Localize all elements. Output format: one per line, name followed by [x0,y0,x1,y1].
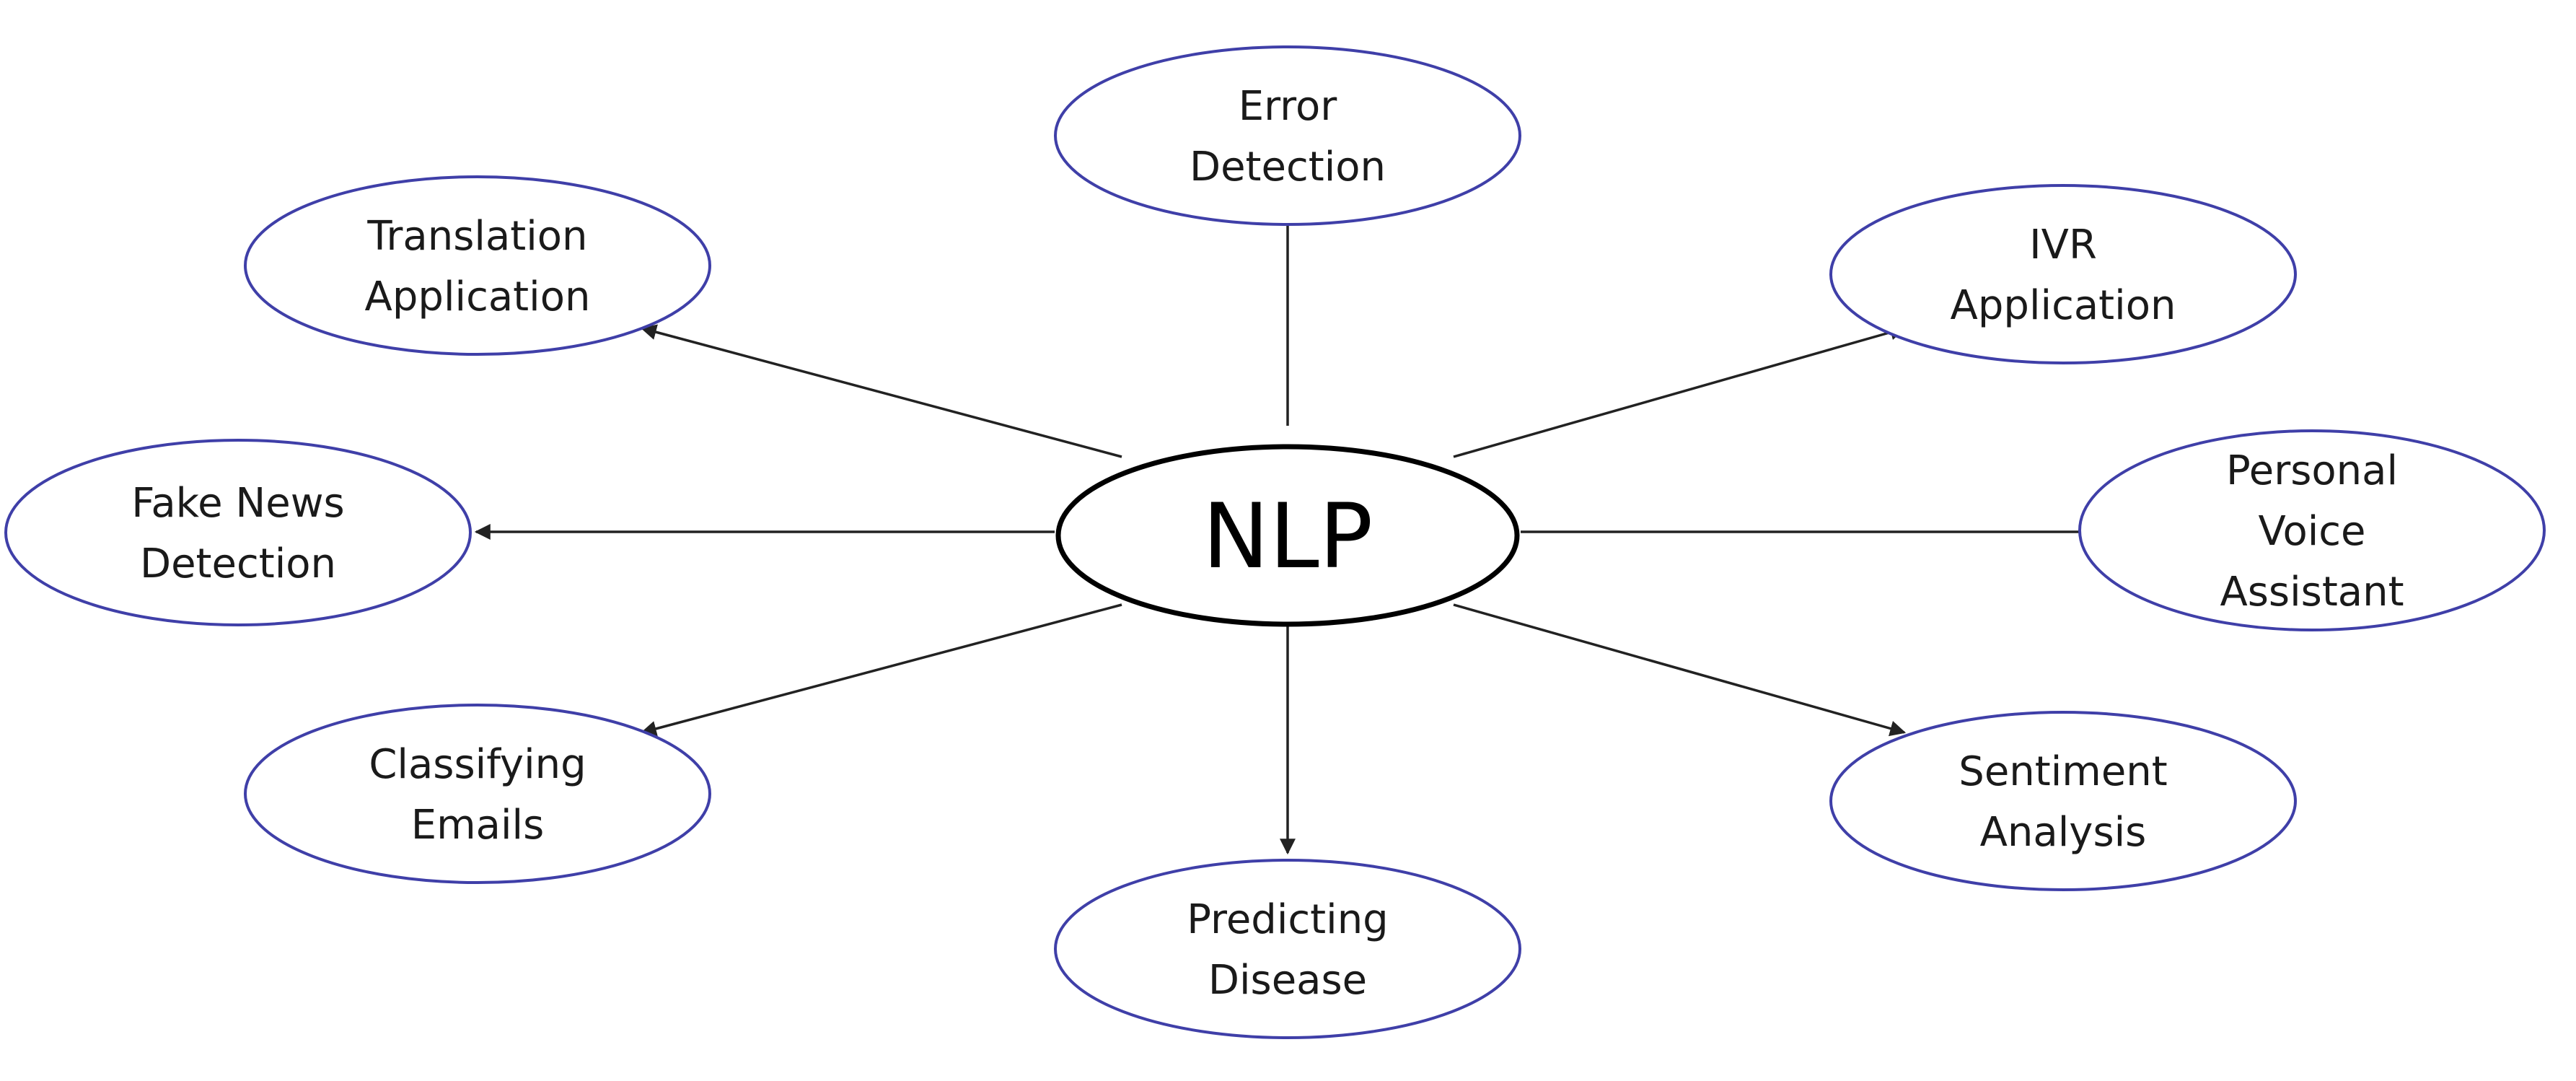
node-label-translation-application-line-1: Translation [366,213,587,260]
node-label-classifying-emails-line-2: Emails [411,802,545,849]
node-label-fake-news-detection-line-2: Detection [140,540,336,587]
node-label-ivr-application-line-2: Application [1951,282,2176,329]
node-label-error-detection-line-1: Error [1239,83,1337,130]
connector-arrow-classifying-emails [640,603,1122,737]
node-label-fake-news-detection-line-1: Fake News [131,480,344,527]
node-label-ivr-application-line-1: IVR [2029,222,2097,268]
node-label-personal-voice-assistant-line-1: Personal [2226,447,2398,494]
node-ellipse-sentiment-analysis [1829,711,2297,891]
node-ellipse-predicting-disease [1054,859,1521,1039]
node-ellipse-classifying-emails [244,704,711,884]
node-ellipse-translation-application [244,175,711,356]
node-label-error-detection-line-2: Detection [1190,144,1386,191]
node-label-predicting-disease-line-2: Disease [1208,957,1367,1004]
node-label-translation-application-line-2: Application [365,273,591,320]
center-node-ellipse [1055,444,1520,627]
node-label-sentiment-analysis-line-1: Sentiment [1959,748,2167,795]
node-ivr-application: IVR Application [1829,184,2297,364]
node-ellipse-ivr-application [1829,184,2297,364]
connector-arrow-sentiment-analysis [1453,603,1907,737]
leaf-nodes: ErrorDetectionTranslationApplicationIVRA… [4,45,2546,1039]
node-label-sentiment-analysis-line-2: Analysis [1980,809,2147,856]
node-label-personal-voice-assistant-line-3: Assistant [2220,569,2404,616]
node-label-personal-voice-assistant-line-2: Voice [2258,508,2365,555]
connector-arrow-translation-application [640,324,1122,458]
connector-arrow-ivr-application [1453,324,1907,458]
node-ellipse-error-detection [1054,45,1521,226]
node-ellipse-fake-news-detection [4,439,472,626]
center-node: NLP [1055,444,1520,627]
node-label-classifying-emails-line-1: Classifying [369,741,586,788]
node-ellipse-personal-voice-assistant [2078,429,2546,631]
node-label-predicting-disease-line-1: Predicting [1187,896,1388,943]
connectors [474,207,2098,855]
center-node-label: NLP [1203,485,1373,589]
